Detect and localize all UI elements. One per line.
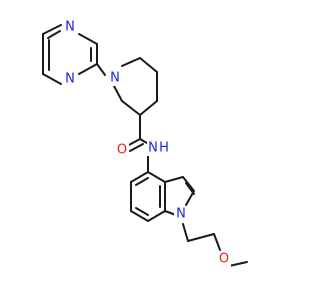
atom-o-carbonyl: O <box>115 142 129 158</box>
methoxyethyl-chain <box>182 223 248 267</box>
pyrimidine-ring <box>42 24 98 85</box>
svg-text:N: N <box>110 71 120 86</box>
bond-pym-piperidine <box>96 63 106 76</box>
structure-canvas: N N N O N H N O <box>42 18 248 267</box>
svg-text:N: N <box>148 141 158 156</box>
svg-text:H: H <box>159 141 169 156</box>
molecule-diagram: N N N O N H N O <box>42 18 248 267</box>
atom-o-ether: O <box>217 251 231 267</box>
svg-text:N: N <box>65 72 75 87</box>
atom-n-indole: N <box>174 206 188 222</box>
svg-text:N: N <box>176 207 186 222</box>
indole-benzene-ring <box>130 171 166 222</box>
piperidine-ring <box>113 57 158 116</box>
svg-text:N: N <box>65 20 75 35</box>
atom-nh-amide: N H <box>147 140 171 156</box>
atom-n-pyrimidine-top: N <box>63 18 77 35</box>
atom-n-pyrimidine-bottom: N <box>63 71 77 87</box>
svg-text:O: O <box>219 252 229 267</box>
svg-text:O: O <box>117 143 127 158</box>
atom-n-piperidine: N <box>108 70 122 86</box>
